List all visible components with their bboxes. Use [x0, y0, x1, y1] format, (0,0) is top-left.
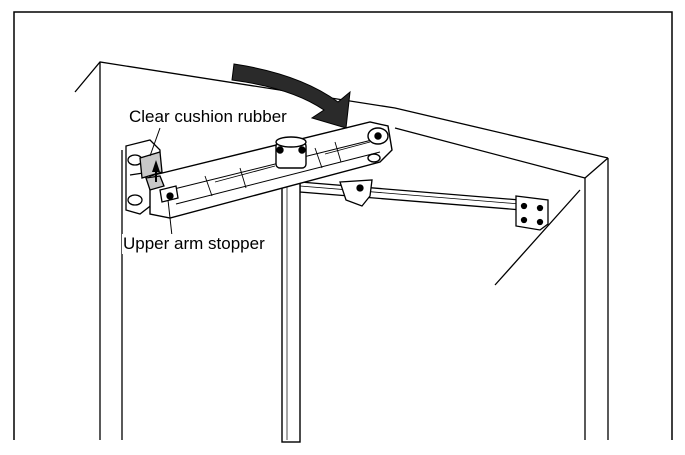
label-upper-arm-stopper: Upper arm stopper [122, 234, 266, 254]
support-arm [299, 181, 523, 211]
vertical-pole [281, 151, 301, 443]
upper-arm [149, 121, 393, 219]
pole-clamp [275, 136, 307, 169]
label-leaders [149, 127, 173, 237]
stopper-arrow-icon [152, 160, 160, 182]
outer-frame [13, 11, 673, 440]
rotation-arrow-icon [231, 63, 351, 129]
label-clear-cushion-rubber: Clear cushion rubber [128, 107, 288, 127]
hinge-clip [339, 179, 373, 207]
cabinet-outline [74, 61, 609, 440]
mounting-bracket [515, 195, 549, 231]
